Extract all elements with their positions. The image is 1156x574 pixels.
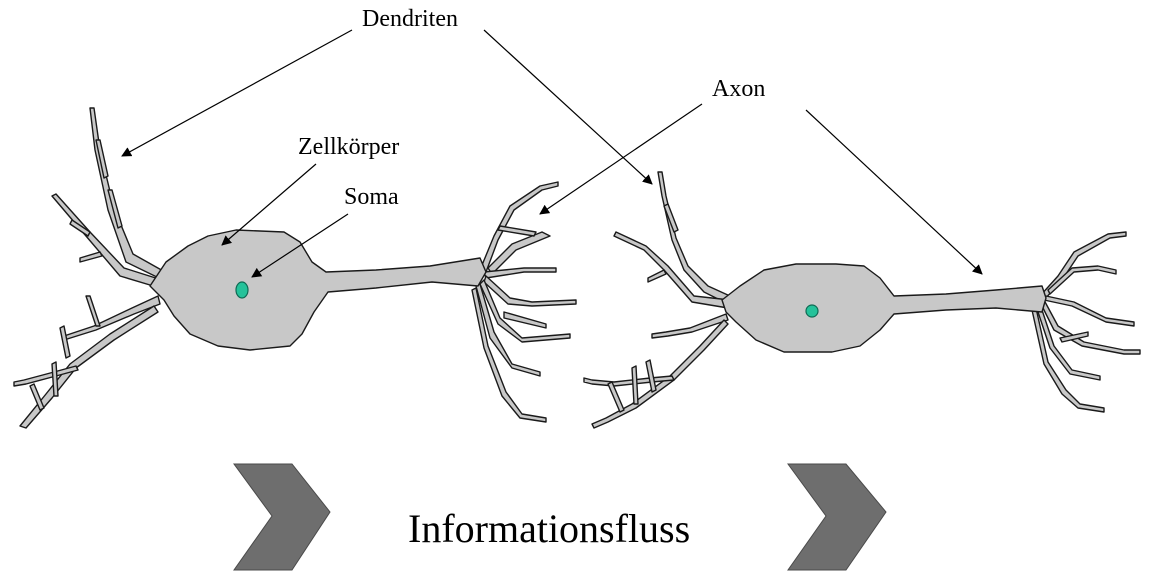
label-dendriten: Dendriten bbox=[362, 6, 458, 33]
label-axon: Axon bbox=[712, 76, 765, 103]
arrow-axon-left bbox=[540, 104, 702, 214]
arrow-dendriten-right bbox=[484, 30, 652, 184]
dendrites-left-neuron bbox=[14, 108, 165, 428]
dendrites-right-neuron bbox=[584, 172, 730, 428]
axon-terminals-right-neuron bbox=[1032, 232, 1140, 412]
arrow-axon-right bbox=[806, 110, 982, 274]
flow-chevron-right bbox=[788, 464, 886, 570]
flow-chevron-left bbox=[234, 464, 330, 570]
axon-terminals-left-neuron bbox=[472, 182, 576, 422]
label-zellkoerper: Zellkörper bbox=[298, 134, 399, 161]
neuron-right bbox=[584, 172, 1140, 428]
soma-body-left bbox=[150, 230, 486, 350]
soma-body-right bbox=[722, 264, 1046, 352]
flow-label: Informationsfluss bbox=[408, 505, 690, 552]
nucleus-left bbox=[236, 282, 248, 298]
neuron-left bbox=[14, 108, 576, 428]
nucleus-right bbox=[806, 305, 818, 317]
label-soma: Soma bbox=[344, 184, 399, 211]
